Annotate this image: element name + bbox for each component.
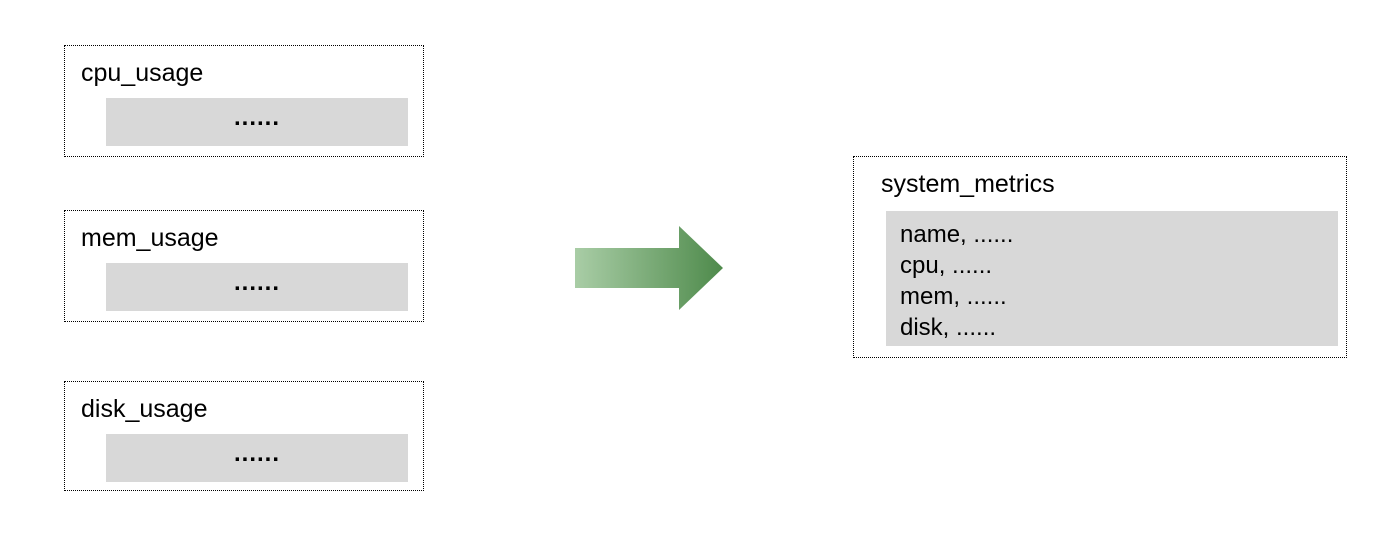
table-body-bar: ...... (106, 98, 408, 146)
ellipsis-placeholder: ...... (233, 269, 280, 296)
source-table-mem-usage: mem_usage ...... (64, 210, 424, 322)
result-table-system-metrics: system_metrics name, ...... cpu, ...... … (853, 156, 1347, 358)
ellipsis-placeholder: ...... (233, 440, 280, 467)
column-row: name, ...... (900, 221, 1014, 248)
source-table-cpu-usage: cpu_usage ...... (64, 45, 424, 157)
ellipsis-placeholder: ...... (233, 104, 280, 131)
table-body-bar: name, ...... cpu, ...... mem, ...... dis… (886, 211, 1338, 346)
table-title: mem_usage (81, 224, 219, 252)
table-title: cpu_usage (81, 59, 204, 87)
table-title: disk_usage (81, 395, 208, 423)
column-row: disk, ...... (900, 314, 997, 341)
column-row: mem, ...... (900, 283, 1007, 310)
table-body-bar: ...... (106, 434, 408, 482)
table-title: system_metrics (881, 170, 1055, 198)
merge-arrow-icon (575, 226, 723, 310)
column-row: cpu, ...... (900, 252, 993, 279)
right-arrow-icon (575, 226, 723, 310)
source-table-disk-usage: disk_usage ...... (64, 381, 424, 491)
table-body-bar: ...... (106, 263, 408, 311)
